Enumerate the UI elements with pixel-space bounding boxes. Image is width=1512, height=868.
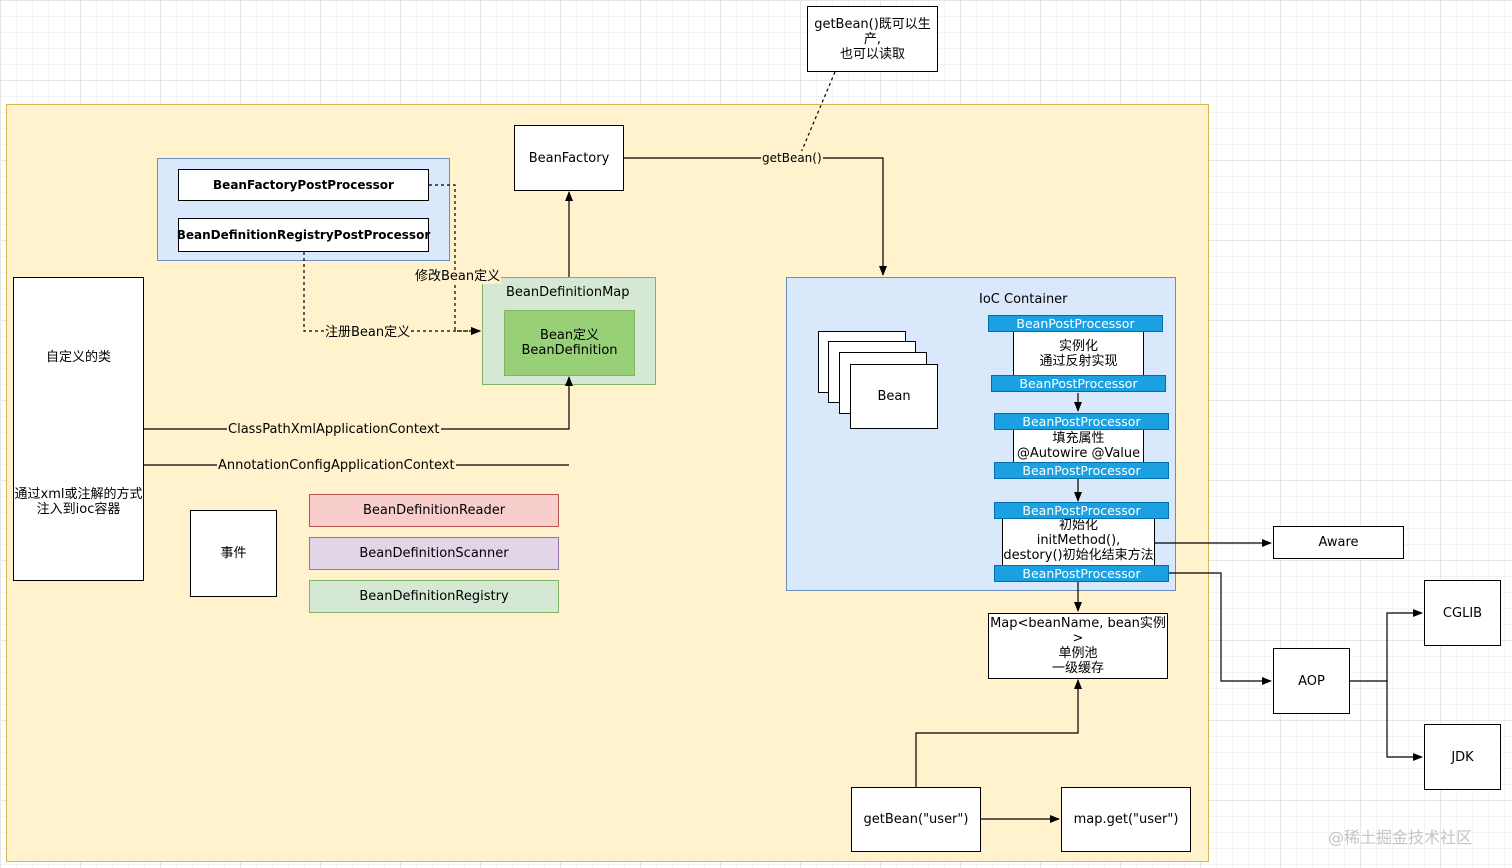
bean-definition-box: Bean定义 BeanDefinition bbox=[504, 310, 635, 376]
bean-label: Bean bbox=[877, 389, 911, 404]
aop-label: AOP bbox=[1298, 673, 1325, 689]
initialize-line2: initMethod(), bbox=[1036, 533, 1121, 548]
bpp-1-before: BeanPostProcessor bbox=[988, 315, 1163, 332]
bpp-3-after-label: BeanPostProcessor bbox=[1022, 565, 1141, 581]
bean-factory-post-processor-label: BeanFactoryPostProcessor bbox=[213, 177, 394, 192]
event-box: 事件 bbox=[190, 510, 277, 597]
bean-definition-line2: BeanDefinition bbox=[521, 343, 618, 358]
aware-label: Aware bbox=[1318, 535, 1359, 550]
cglib-label: CGLIB bbox=[1442, 605, 1483, 621]
initialize-line1: 初始化 bbox=[1058, 518, 1098, 533]
bean-definition-reader: BeanDefinitionReader bbox=[309, 494, 559, 527]
bean-definition-line1: Bean定义 bbox=[539, 328, 600, 343]
populate-step: 填充属性 @Autowire @Value bbox=[1013, 428, 1144, 464]
bean-factory-box: BeanFactory bbox=[514, 125, 624, 191]
instantiate-step: 实例化 通过反射实现 bbox=[1013, 331, 1144, 377]
edge-aop-to-jdk bbox=[1386, 681, 1423, 761]
bean-definition-registry-label: BeanDefinitionRegistry bbox=[359, 589, 509, 604]
label-annotation-context: AnnotationConfigApplicationContext bbox=[217, 458, 456, 473]
custom-class-title: 自定义的类 bbox=[45, 350, 111, 365]
bean-factory-post-processor: BeanFactoryPostProcessor bbox=[178, 169, 429, 201]
bean-definition-scanner: BeanDefinitionScanner bbox=[309, 537, 559, 570]
singleton-pool-line3: 一级缓存 bbox=[1051, 661, 1104, 676]
bean-box: Bean bbox=[850, 364, 938, 429]
bean-definition-registry: BeanDefinitionRegistry bbox=[309, 580, 559, 613]
bpp-2-after-label: BeanPostProcessor bbox=[1022, 462, 1141, 478]
bpp-3-after: BeanPostProcessor bbox=[994, 565, 1169, 582]
edge-factory-to-ioc bbox=[624, 157, 887, 276]
bpp-1-after-label: BeanPostProcessor bbox=[1019, 375, 1138, 391]
bpp-2-before-label: BeanPostProcessor bbox=[1022, 413, 1141, 429]
watermark: @稀土掘金技术社区 bbox=[1328, 828, 1473, 847]
custom-class-desc-line1: 通过xml或注解的方式 bbox=[14, 487, 143, 502]
ioc-container-title: IoC Container bbox=[979, 292, 1068, 307]
bpp-2-after: BeanPostProcessor bbox=[994, 462, 1169, 479]
singleton-pool-line1: Map<beanName, bean实例> bbox=[990, 616, 1166, 646]
jdk-box: JDK bbox=[1424, 724, 1501, 790]
label-register-definition: 注册Bean定义 bbox=[324, 325, 412, 340]
aop-box: AOP bbox=[1273, 648, 1350, 714]
jdk-label: JDK bbox=[1451, 749, 1474, 765]
aware-box: Aware bbox=[1273, 526, 1404, 559]
cglib-box: CGLIB bbox=[1424, 580, 1501, 646]
bpp-1-after: BeanPostProcessor bbox=[991, 375, 1166, 392]
edge-note-dotted bbox=[799, 71, 836, 156]
initialize-step: 初始化 initMethod(), destory()初始化结束方法 bbox=[1002, 517, 1155, 567]
edge-getbean-to-pool bbox=[915, 679, 1082, 787]
instantiate-line1: 实例化 bbox=[1058, 339, 1098, 354]
singleton-pool-line2: 单例池 bbox=[1058, 646, 1098, 661]
edge-to-aop bbox=[1168, 572, 1272, 685]
custom-class-desc-line2: 注入到ioc容器 bbox=[36, 502, 121, 517]
singleton-pool-box: Map<beanName, bean实例> 单例池 一级缓存 bbox=[988, 613, 1168, 679]
custom-class-box bbox=[13, 277, 144, 581]
getbean-note: getBean()既可以生产, 也可以读取 bbox=[807, 6, 938, 72]
map-get-user-label: map.get("user") bbox=[1073, 812, 1179, 827]
populate-line2: @Autowire @Value bbox=[1016, 446, 1141, 461]
label-get-bean: getBean() bbox=[761, 151, 823, 165]
bpp-1-before-label: BeanPostProcessor bbox=[1016, 315, 1135, 331]
bean-definition-registry-post-processor-label: BeanDefinitionRegistryPostProcessor bbox=[176, 227, 431, 242]
label-classpath-context: ClassPathXmlApplicationContext bbox=[227, 422, 441, 437]
bean-definition-reader-label: BeanDefinitionReader bbox=[362, 503, 506, 518]
instantiate-line2: 通过反射实现 bbox=[1039, 354, 1118, 369]
bpp-3-before: BeanPostProcessor bbox=[994, 502, 1169, 519]
getbean-note-line2: 也可以读取 bbox=[839, 46, 905, 62]
bpp-2-before: BeanPostProcessor bbox=[994, 413, 1169, 430]
edge-modify-definition bbox=[429, 184, 481, 335]
bpp-3-before-label: BeanPostProcessor bbox=[1022, 502, 1141, 518]
label-modify-definition: 修改Bean定义 bbox=[414, 269, 502, 284]
bean-definition-registry-post-processor: BeanDefinitionRegistryPostProcessor bbox=[176, 218, 431, 252]
event-label: 事件 bbox=[220, 546, 247, 561]
edge-aop-to-cglib bbox=[1350, 609, 1423, 682]
get-bean-user-box: getBean("user") bbox=[851, 787, 981, 852]
bean-factory-label: BeanFactory bbox=[528, 150, 610, 166]
get-bean-user-label: getBean("user") bbox=[863, 812, 969, 827]
getbean-note-line1: getBean()既可以生产, bbox=[814, 16, 931, 47]
initialize-line3: destory()初始化结束方法 bbox=[1003, 548, 1154, 563]
map-get-user-box: map.get("user") bbox=[1061, 787, 1191, 852]
bean-definition-scanner-label: BeanDefinitionScanner bbox=[359, 546, 509, 561]
edge-register-definition bbox=[303, 252, 481, 335]
populate-line1: 填充属性 bbox=[1052, 431, 1105, 446]
bean-definition-map-title: BeanDefinitionMap bbox=[506, 285, 630, 300]
